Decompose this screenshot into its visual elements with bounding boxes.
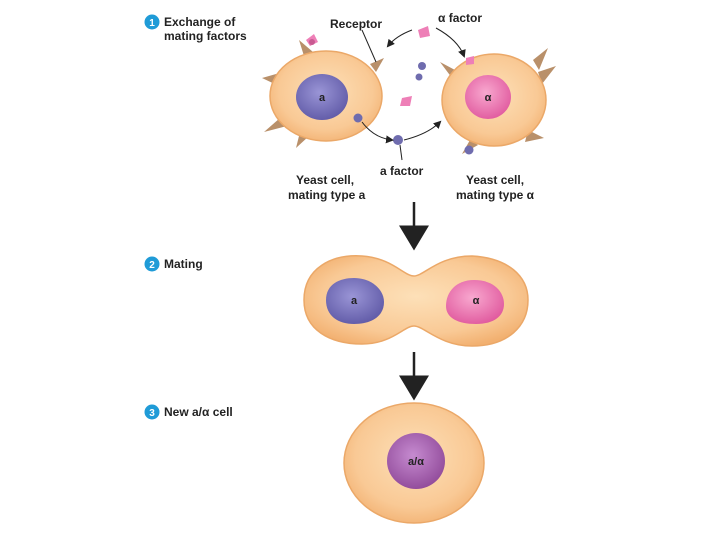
- fused-nucleus-alpha: [446, 280, 504, 324]
- step-1-number: 1: [149, 18, 155, 29]
- step-2-title: Mating: [164, 257, 203, 271]
- cell-a-caption-line2: mating type a: [288, 188, 366, 202]
- mating-cells: a α: [303, 255, 529, 347]
- nucleus-diploid: [387, 433, 445, 489]
- fused-nucleus-a-label: a: [351, 295, 358, 307]
- receptor-callout-line: [361, 29, 377, 63]
- step-1-title-line2: mating factors: [164, 29, 247, 43]
- a-factor-molecules: [353, 62, 474, 155]
- step-3-badge: [144, 404, 160, 420]
- nucleus-diploid-label: a/α: [408, 456, 424, 468]
- fused-nucleus-a: [326, 278, 384, 324]
- step-2-number: 2: [149, 260, 155, 271]
- alpha-factor-label: α factor: [438, 11, 482, 25]
- nucleus-a-label: a: [319, 92, 326, 104]
- yeast-cell-a: a: [262, 40, 384, 148]
- step-1-label: 1 Exchange of mating factors: [144, 14, 247, 43]
- cell-a-caption-line1: Yeast cell,: [296, 173, 354, 187]
- cell-alpha-caption-line1: Yeast cell,: [466, 173, 524, 187]
- a-factor-arrow-left: [361, 121, 394, 144]
- nucleus-alpha-label: α: [485, 92, 492, 104]
- yeast-cell-alpha: α: [440, 48, 556, 154]
- step-3-number: 3: [149, 408, 155, 419]
- step-3-label: 3 New a/α cell: [144, 404, 233, 420]
- alpha-factor-molecules: [306, 26, 474, 106]
- a-factor-label: a factor: [380, 164, 424, 178]
- a-factor-callout-line: [399, 144, 403, 161]
- fused-nucleus-alpha-label: α: [473, 295, 480, 307]
- step-1-badge: [144, 14, 160, 30]
- diploid-cell: a/α: [343, 402, 485, 524]
- step-2-badge: [144, 256, 160, 272]
- step-2-label: 2 Mating: [144, 256, 203, 272]
- alpha-factor-arrow-right: [435, 27, 466, 58]
- step-1-title-line1: Exchange of: [164, 15, 236, 29]
- nucleus-alpha: [465, 75, 511, 119]
- a-factor-arrow-right: [403, 120, 442, 141]
- cell-alpha-caption-line2: mating type α: [456, 188, 535, 202]
- receptor-label: Receptor: [330, 17, 382, 31]
- nucleus-a: [296, 74, 348, 120]
- step-3-title: New a/α cell: [164, 405, 233, 419]
- alpha-factor-arrow-left: [386, 29, 413, 48]
